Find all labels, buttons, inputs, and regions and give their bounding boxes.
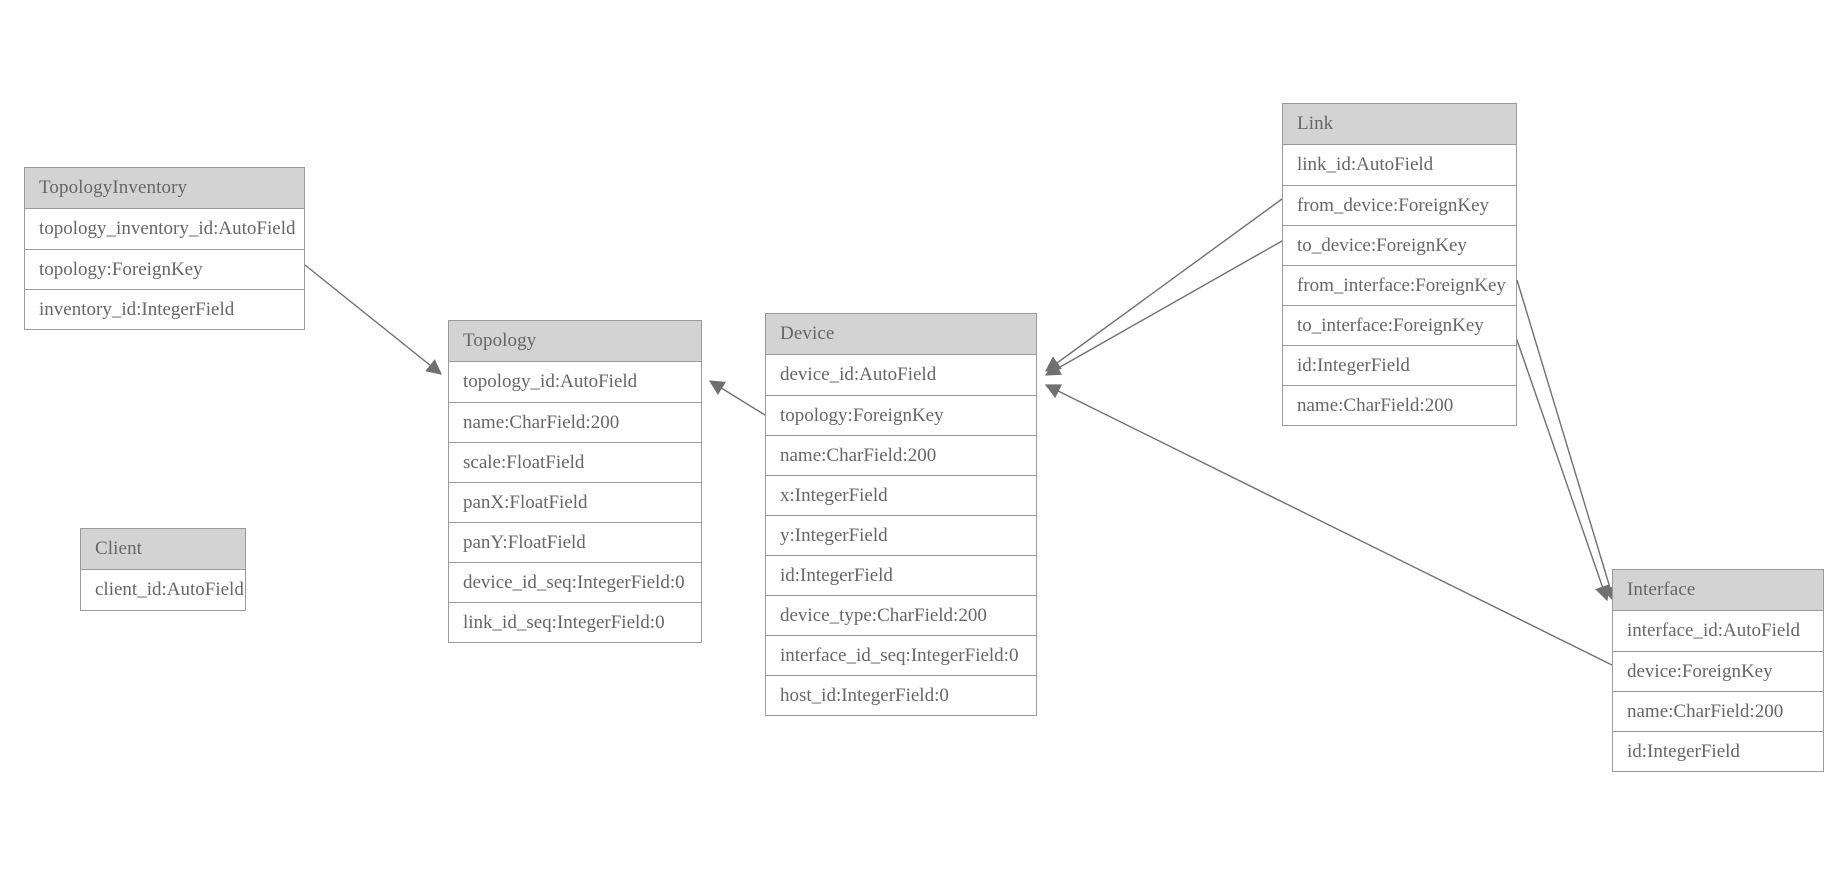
field-row: id:IntegerField [1283,345,1516,385]
entity-title-topologyinventory: TopologyInventory [25,168,304,209]
field-row: from_interface:ForeignKey [1283,265,1516,305]
field-row: link_id_seq:IntegerField:0 [449,602,701,642]
field-row: to_device:ForeignKey [1283,225,1516,265]
entity-title-link: Link [1283,104,1516,145]
field-row: topology_id:AutoField [449,362,701,402]
edge-link-from-interface [1516,279,1618,603]
field-row: interface_id_seq:IntegerField:0 [766,635,1036,675]
field-row: y:IntegerField [766,515,1036,555]
field-row: name:CharField:200 [449,402,701,442]
field-row: name:CharField:200 [1613,691,1823,731]
edge-link-to-interface [1508,316,1610,602]
edge-device-topology [708,380,766,416]
field-row: inventory_id:IntegerField [25,289,304,329]
entity-fields-client: client_id:AutoField [81,570,245,610]
edge-link-to-device [1044,240,1283,376]
field-row: device_id:AutoField [766,355,1036,395]
field-row: topology:ForeignKey [25,249,304,289]
field-row: scale:FloatField [449,442,701,482]
field-row: name:CharField:200 [766,435,1036,475]
entity-title-topology: Topology [449,321,701,362]
field-row: to_interface:ForeignKey [1283,305,1516,345]
field-row: id:IntegerField [766,555,1036,595]
field-row: client_id:AutoField [81,570,245,610]
edge-topologyinventory-topology [304,264,443,375]
field-row: device:ForeignKey [1613,651,1823,691]
edge-link-from-device [1044,198,1283,372]
edge-interface-device [1044,384,1613,666]
field-row: id:IntegerField [1613,731,1823,771]
field-row: from_device:ForeignKey [1283,185,1516,225]
entity-title-client: Client [81,529,245,570]
field-row: interface_id:AutoField [1613,611,1823,651]
field-row: panY:FloatField [449,522,701,562]
field-row: panX:FloatField [449,482,701,522]
field-row: device_type:CharField:200 [766,595,1036,635]
field-row: topology:ForeignKey [766,395,1036,435]
entity-title-device: Device [766,314,1036,355]
entity-title-interface: Interface [1613,570,1823,611]
field-row: link_id:AutoField [1283,145,1516,185]
field-row: name:CharField:200 [1283,385,1516,425]
field-row: host_id:IntegerField:0 [766,675,1036,715]
field-row: x:IntegerField [766,475,1036,515]
field-row: topology_inventory_id:AutoField [25,209,304,249]
field-row: device_id_seq:IntegerField:0 [449,562,701,602]
